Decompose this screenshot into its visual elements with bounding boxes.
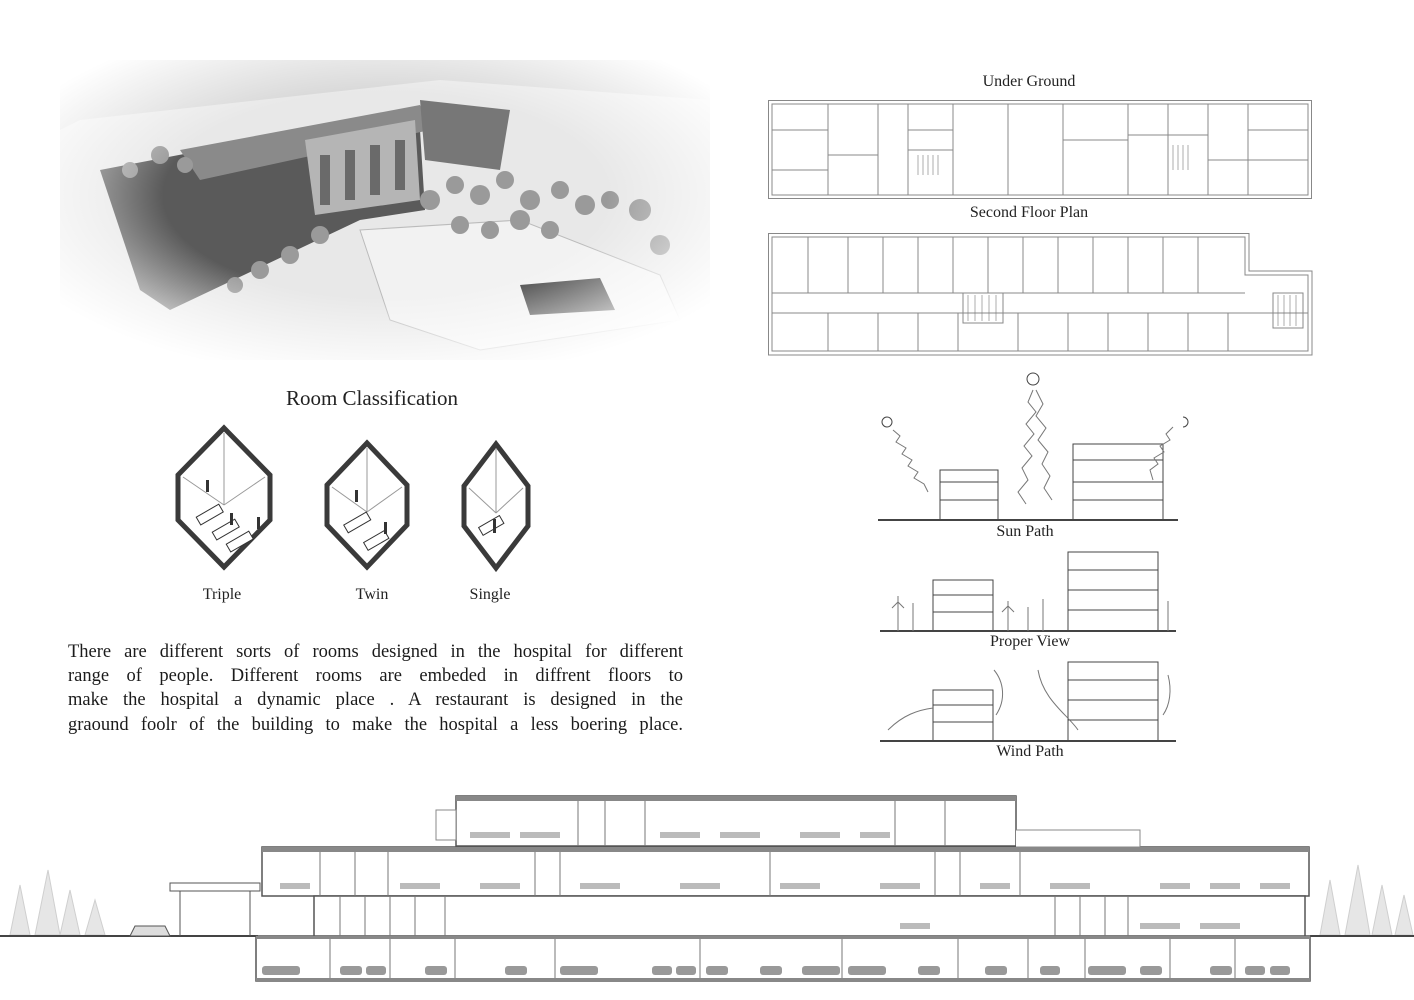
room-single-diagram bbox=[461, 439, 531, 573]
proper-view-diagram bbox=[880, 551, 1176, 632]
room-label-triple: Triple bbox=[202, 586, 242, 603]
room-label-twin: Twin bbox=[355, 586, 389, 603]
description-line: There are different sorts of rooms desig… bbox=[68, 642, 683, 662]
second-floor-plan bbox=[768, 233, 1313, 356]
sun-path-label: Sun Path bbox=[996, 523, 1054, 540]
room-label-single: Single bbox=[469, 586, 511, 603]
building-section bbox=[0, 795, 1414, 982]
description-line: graound foolr of the building to make th… bbox=[68, 714, 683, 735]
room-twin-diagram bbox=[324, 439, 410, 571]
underground-title: Under Ground bbox=[982, 73, 1076, 90]
room-classification-title: Room Classification bbox=[285, 386, 459, 410]
description-paragraph: There are different sorts of rooms desig… bbox=[68, 640, 683, 737]
description-line: range of people. Different rooms are emb… bbox=[68, 666, 683, 687]
proper-view-label: Proper View bbox=[989, 633, 1071, 650]
second-floor-title: Second Floor Plan bbox=[969, 204, 1089, 221]
aerial-render bbox=[60, 60, 710, 360]
room-triple-diagram bbox=[175, 424, 273, 571]
sun-path-diagram bbox=[878, 372, 1189, 521]
wind-path-diagram bbox=[880, 661, 1176, 742]
description-line: make the hospital a dynamic place . A re… bbox=[68, 690, 683, 711]
underground-plan bbox=[768, 100, 1312, 199]
wind-path-label: Wind Path bbox=[996, 743, 1064, 760]
